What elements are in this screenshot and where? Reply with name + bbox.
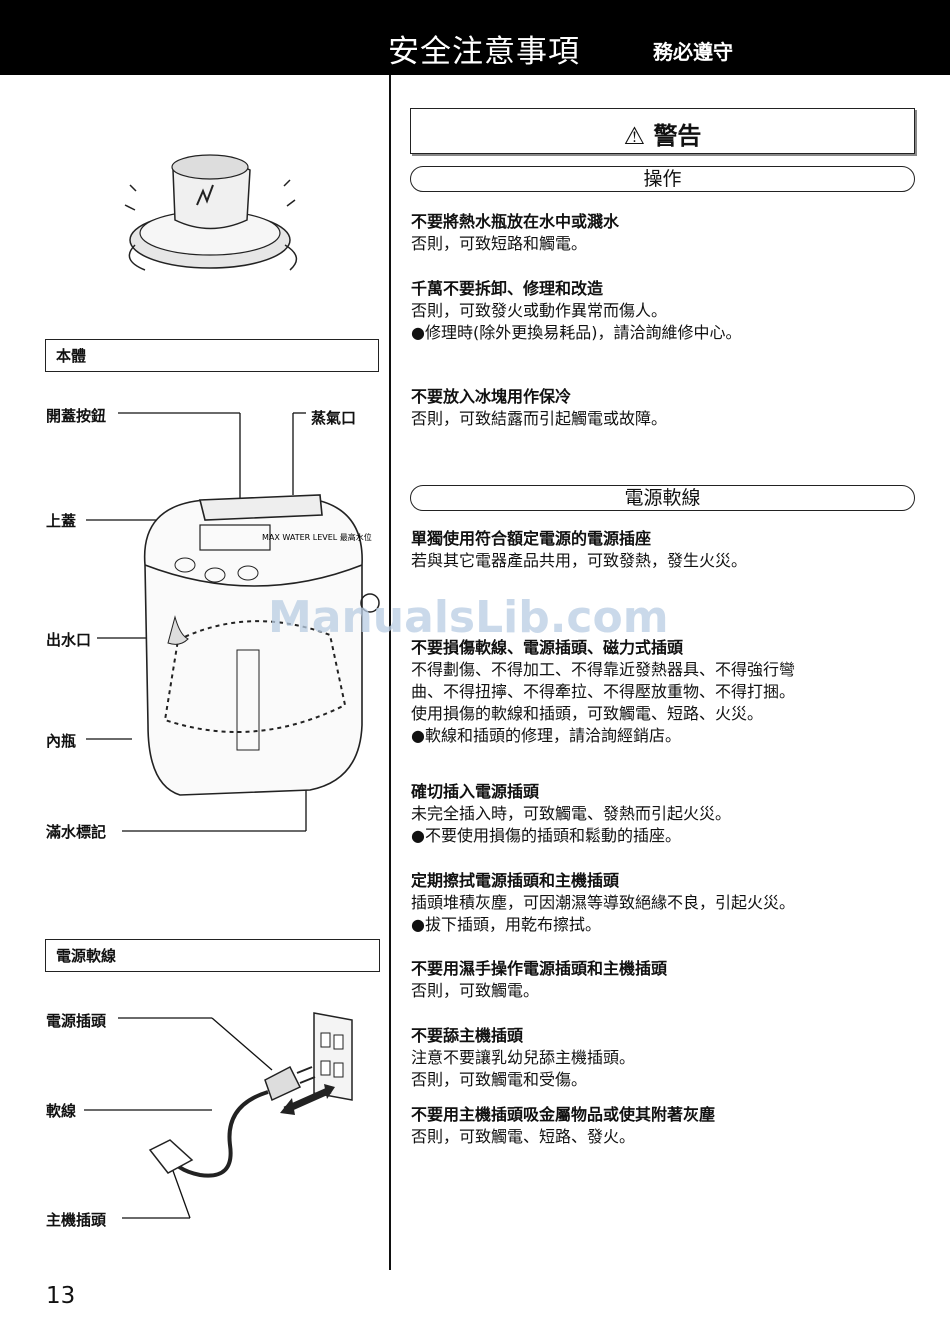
cord-item-heading: 不要損傷軟線、電源插頭、磁力式插頭 xyxy=(411,638,684,657)
cord-item-4: 定期擦拭電源插頭和主機插頭 插頭堆積灰塵，可因潮濕等導致絕緣不良，引起火災。 ●… xyxy=(411,870,891,936)
cord-item-3: 確切插入電源插頭 未完全插入時，可致觸電、發熱而引起火災。 ●不要使用損傷的插頭… xyxy=(411,781,891,847)
cord-item-heading: 定期擦拭電源插頭和主機插頭 xyxy=(411,871,620,890)
cord-item-line: ●拔下插頭，用乾布擦拭。 xyxy=(411,915,601,934)
power-cord-diagram xyxy=(84,1012,353,1219)
cord-item-line: ●軟線和插頭的修理，請洽詢經銷店。 xyxy=(411,726,681,745)
warning-banner: ⚠ 警告 xyxy=(410,108,915,154)
cord-item-line: 否則，可致觸電和受傷。 xyxy=(411,1070,588,1089)
op-item-heading: 千萬不要拆卸、修理和改造 xyxy=(411,279,604,298)
op-item-line: 否則，可致發火或動作異常而傷人。 xyxy=(411,301,668,320)
op-item-line: ●修理時(除外更換易耗品)，請洽詢維修中心。 xyxy=(411,323,742,342)
cord-item-line: 若與其它電器產品共用，可致發熱，發生火災。 xyxy=(411,551,748,570)
page-subtitle: 務必遵守 xyxy=(653,40,733,64)
op-item-line: 否則，可致結露而引起觸電或故障。 xyxy=(411,409,668,428)
cord-section-box: 電源軟線 xyxy=(45,939,380,972)
pot-max-level-text: MAX WATER LEVEL 最高水位 xyxy=(262,532,372,542)
watermark: ManualsLib.com xyxy=(268,592,669,643)
cord-item-heading: 單獨使用符合額定電源的電源插座 xyxy=(411,529,652,548)
page-number: 13 xyxy=(46,1283,76,1309)
cord-item-line: 注意不要讓乳幼兒舔主機插頭。 xyxy=(411,1048,636,1067)
cord-item-line: 否則，可致觸電。 xyxy=(411,981,540,1000)
op-item-3: 不要放入冰塊用作保冷 否則，可致結露而引起觸電或故障。 xyxy=(411,386,891,430)
cord-item-5: 不要用濕手操作電源插頭和主機插頭 否則，可致觸電。 xyxy=(411,958,891,1002)
page-title: 安全注意事項 xyxy=(388,34,580,70)
cord-item-heading: 不要舔主機插頭 xyxy=(411,1026,524,1045)
op-item-heading: 不要放入冰塊用作保冷 xyxy=(411,387,572,406)
op-item-line: 否則，可致短路和觸電。 xyxy=(411,234,588,253)
cord-item-line: 未完全插入時，可致觸電、發熱而引起火災。 xyxy=(411,804,732,823)
cord-item-line: 曲、不得扭擰、不得牽拉、不得壓放重物、不得打捆。 xyxy=(411,682,796,701)
label-inner-bottle: 內瓶 xyxy=(46,732,77,750)
column-divider xyxy=(389,75,391,1270)
label-open-button: 開蓋按鈕 xyxy=(46,407,107,425)
cord-item-line: 否則，可致觸電、短路、發火。 xyxy=(411,1127,636,1146)
cord-item-heading: 確切插入電源插頭 xyxy=(411,782,540,801)
label-steam-vent: 蒸氣口 xyxy=(311,409,357,427)
label-outlet: 出水口 xyxy=(46,631,92,649)
warning-triangle-icon: ⚠ xyxy=(623,122,646,150)
cord-item-line: 不得劃傷、不得加工、不得靠近發熱器具、不得強行彎 xyxy=(411,660,796,679)
page-header: 安全注意事項 務必遵守 xyxy=(0,0,950,75)
op-item-1: 不要將熱水瓶放在水中或濺水 否則，可致短路和觸電。 xyxy=(411,211,891,255)
label-lid: 上蓋 xyxy=(46,512,77,530)
warning-title: 警告 xyxy=(653,122,702,150)
cord-item-6: 不要舔主機插頭 注意不要讓乳幼兒舔主機插頭。 否則，可致觸電和受傷。 xyxy=(411,1025,891,1091)
label-water-level-mark: 滿水標記 xyxy=(46,823,107,841)
body-section-title: 本體 xyxy=(56,347,87,365)
cord-item-2: 不要損傷軟線、電源插頭、磁力式插頭 不得劃傷、不得加工、不得靠近發熱器具、不得強… xyxy=(411,637,891,747)
cord-item-7: 不要用主機插頭吸金屬物品或使其附著灰塵 否則，可致觸電、短路、發火。 xyxy=(411,1104,891,1148)
cord-item-line: 使用損傷的軟線和插頭，可致觸電、短路、火災。 xyxy=(411,704,764,723)
cord-item-1: 單獨使用符合額定電源的電源插座 若與其它電器產品共用，可致發熱，發生火災。 xyxy=(411,528,891,572)
pot-diagram: MAX WATER LEVEL 最高水位 xyxy=(86,412,380,832)
label-appliance-plug: 主機插頭 xyxy=(46,1211,107,1229)
op-item-2: 千萬不要拆卸、修理和改造 否則，可致發火或動作異常而傷人。 ●修理時(除外更換易… xyxy=(411,278,891,344)
cord-item-line: 插頭堆積灰塵，可因潮濕等導致絕緣不良，引起火災。 xyxy=(411,893,796,912)
pot-in-water-illustration xyxy=(124,154,298,271)
label-cord: 軟線 xyxy=(46,1102,77,1120)
label-power-plug: 電源插頭 xyxy=(46,1012,107,1030)
cord-item-heading: 不要用主機插頭吸金屬物品或使其附著灰塵 xyxy=(411,1105,716,1124)
cord-section-title: 電源軟線 xyxy=(56,947,117,965)
cord-item-line: ●不要使用損傷的插頭和鬆動的插座。 xyxy=(411,826,681,845)
op-item-heading: 不要將熱水瓶放在水中或濺水 xyxy=(411,212,620,231)
cord-item-heading: 不要用濕手操作電源插頭和主機插頭 xyxy=(411,959,668,978)
section-operation: 操作 xyxy=(410,166,915,192)
section-power-cord: 電源軟線 xyxy=(410,485,915,511)
body-section-box: 本體 xyxy=(45,339,379,372)
